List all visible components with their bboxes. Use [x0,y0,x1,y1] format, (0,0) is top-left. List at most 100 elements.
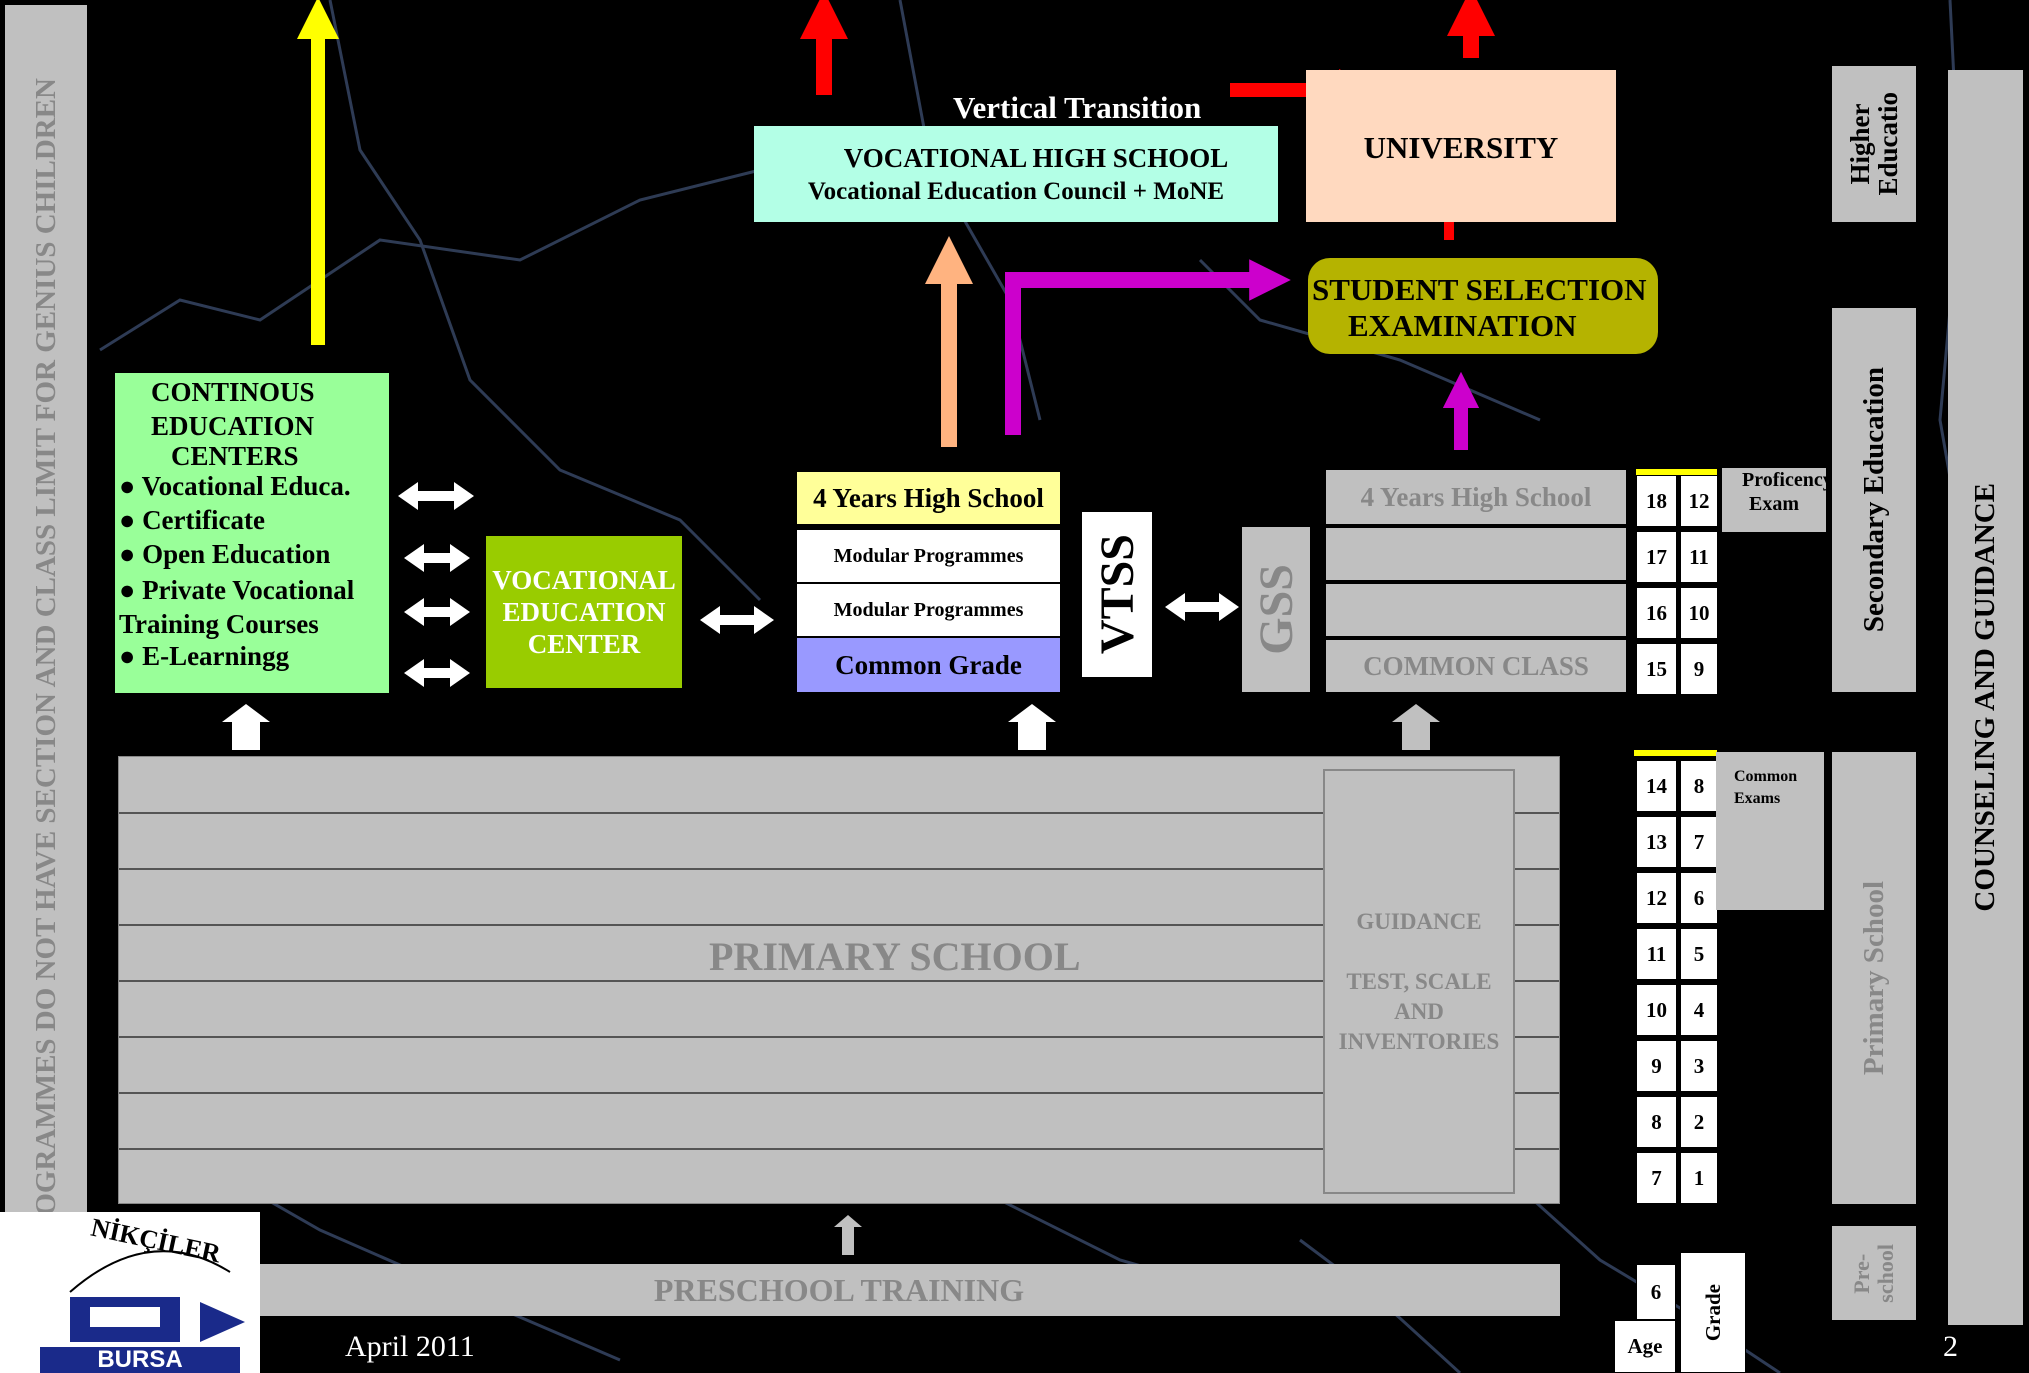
primary-level-label: Primary School [1857,880,1890,1076]
level-higher-education: Higher Educatio [1832,66,1916,222]
primary-yellow-line [1634,750,1717,756]
common-exams-line2: Exams [1734,790,1781,807]
logo-graphic [40,1250,245,1373]
university-label: UNIVERSITY [1363,130,1559,165]
guidance-line4: INVENTORIES [1338,1029,1500,1054]
age-cell: 17 [1636,531,1677,583]
white-double-arrows [398,482,1239,687]
continuous-education-centers-box: CONTINOUS EDUCATION CENTERS ● Vocational… [115,373,389,693]
preschool-training-bar: PRESCHOOL TRAINING [118,1264,1560,1316]
grade-header: Grade [1680,1252,1746,1373]
higher-line2: Educatio [1873,92,1903,196]
secondary-label: Secondary Education [1857,367,1890,633]
cec-item: ● Private Vocational Training Courses [119,575,355,639]
vtss-label: VTSS [1090,534,1144,655]
cec-title-2: EDUCATION [151,411,315,441]
grade-cell: 1 [1680,1152,1718,1204]
age-cell: 10 [1636,984,1677,1036]
grade-cell: 2 [1680,1096,1718,1148]
age-cell: 14 [1636,760,1677,812]
grade-cell: 9 [1680,643,1718,695]
counseling-banner: COUNSELING AND GUIDANCE [1948,70,2023,1325]
hs-left-common-grade: Common Grade [797,638,1060,692]
age-cell: 15 [1636,643,1677,695]
vtss-box: VTSS [1082,512,1152,677]
guidance-line3: AND [1394,999,1444,1024]
page-number: 2 [1943,1330,1958,1363]
vec-line1: VOCATIONAL [492,565,676,595]
logo-name: BURSA [97,1346,183,1373]
grade-cell: 4 [1680,984,1718,1036]
proficiency-line1: Proficency [1742,469,1833,491]
bursa-logo: NİKÇİLER BURSA [0,1212,260,1373]
vec-line2: EDUCATION [502,597,666,627]
age-cell: 8 [1636,1096,1677,1148]
gss-box: GSS [1242,527,1310,692]
primary-school-label: PRIMARY SCHOOL [709,934,1081,979]
hs-right-common-class: COMMON CLASS [1326,640,1626,692]
cec-item: ● Certificate [119,505,265,535]
university-box: UNIVERSITY [1306,70,1616,222]
cec-title-1: CONTINOUS [151,377,315,407]
age-cell: 9 [1636,1040,1677,1092]
grade-cell: 12 [1680,475,1718,527]
vec-line3: CENTER [527,629,641,659]
gss-label: GSS [1249,564,1303,655]
guidance-box: GUIDANCE TEST, SCALE AND INVENTORIES [1323,769,1515,1194]
guidance-line2: TEST, SCALE [1346,969,1492,994]
age-cell-preschool: 6 [1636,1264,1676,1320]
level-primary-school: Primary School [1832,752,1916,1204]
guidance-line1: GUIDANCE [1356,909,1482,934]
secondary-yellow-line [1636,469,1717,475]
white-block-arrow-left [222,704,270,750]
voc-hs-title: VOCATIONAL HIGH SCHOOL [843,142,1229,173]
gray-block-arrow-right [1392,704,1440,750]
age-cell: 12 [1636,872,1677,924]
preschool-line2: school [1873,1243,1898,1303]
gray-block-arrow-preschool [834,1215,862,1255]
common-exams-box: Common Exams [1716,752,1824,910]
grade-cell: 6 [1680,872,1718,924]
white-block-arrow-mid [1008,704,1056,750]
proficiency-exam-box: Proficency Exam [1722,468,1833,532]
cec-item: ● Open Education [119,539,331,569]
age-header: Age [1614,1320,1676,1373]
higher-line1: Higher [1845,103,1875,185]
hs-left-title: 4 Years High School [797,472,1060,524]
hs-right-row [1326,528,1626,580]
common-exams-line1: Common [1734,768,1798,785]
grade-cell: 5 [1680,928,1718,980]
voc-hs-subtitle: Vocational Education Council + MoNE [807,177,1225,205]
magenta-bent-arrow [1005,259,1291,435]
age-cell: 18 [1636,475,1677,527]
grade-cell: 7 [1680,816,1718,868]
level-secondary-education: Secondary Education [1832,308,1916,692]
student-selection-exam-box: STUDENT SELECTION EXAMINATION [1308,258,1658,354]
sse-line1: STUDENT SELECTION [1312,272,1647,307]
hs-right-row [1326,584,1626,636]
grade-cell: 8 [1680,760,1718,812]
hs-left-modular-2: Modular Programmes [797,584,1060,636]
grade-cell: 10 [1680,587,1718,639]
primary-school-block: PRIMARY SCHOOL GUIDANCE TEST, SCALE AND … [118,756,1560,1204]
grade-cell: 11 [1680,531,1718,583]
preschool-line1: Pre- [1849,1253,1874,1293]
cec-item: ● Vocational Educa. [119,471,351,501]
age-cell: 11 [1636,928,1677,980]
age-cell: 16 [1636,587,1677,639]
date-label: April 2011 [345,1330,475,1363]
age-cell: 7 [1636,1152,1677,1204]
sse-line2: EXAMINATION [1348,308,1577,343]
hs-right-title: 4 Years High School [1326,470,1626,524]
proficiency-line2: Exam [1749,493,1799,515]
level-preschool: Pre- school [1832,1226,1916,1320]
cec-item: ● E-Learningg [119,641,290,671]
vertical-transition-label: Vertical Transition [953,90,1202,125]
grade-cell: 3 [1680,1040,1718,1092]
hs-left-modular-1: Modular Programmes [797,530,1060,582]
vocational-education-center-box: VOCATIONAL EDUCATION CENTER [486,536,682,688]
vocational-high-school-box: VOCATIONAL HIGH SCHOOL Vocational Educat… [754,126,1278,222]
genius-children-banner: PROGRAMMES DO NOT HAVE SECTION AND CLASS… [5,5,87,1327]
age-cell: 13 [1636,816,1677,868]
